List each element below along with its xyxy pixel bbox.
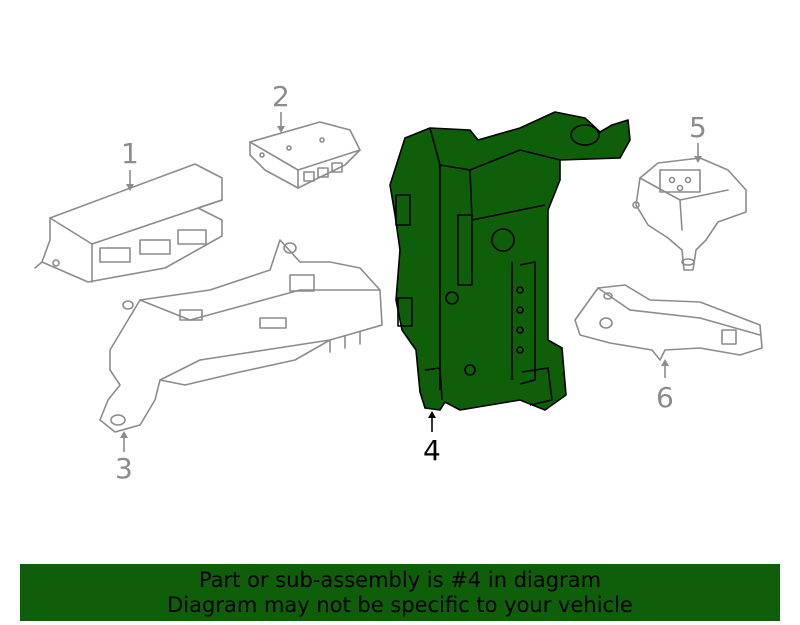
callout-3: 3 [115, 452, 133, 485]
part-3-mounting-bracket [99, 239, 383, 433]
part-6-bracket [574, 284, 763, 361]
callout-6: 6 [656, 381, 674, 414]
part-4-highlighted-assembly [389, 111, 631, 411]
part-5-actuator [632, 157, 747, 271]
callout-1: 1 [121, 137, 139, 170]
callout-4: 4 [423, 434, 441, 467]
callout-5: 5 [689, 111, 707, 144]
callout-2: 2 [272, 80, 290, 113]
part-1-control-module [34, 163, 223, 283]
callout-arrows [120, 112, 702, 452]
info-banner: Part or sub-assembly is #4 in diagram Di… [20, 564, 780, 621]
banner-line-1: Part or sub-assembly is #4 in diagram [198, 567, 602, 592]
parts-diagram [34, 111, 763, 452]
banner-line-2: Diagram may not be specific to your vehi… [167, 592, 633, 617]
part-2-small-module [249, 121, 361, 189]
